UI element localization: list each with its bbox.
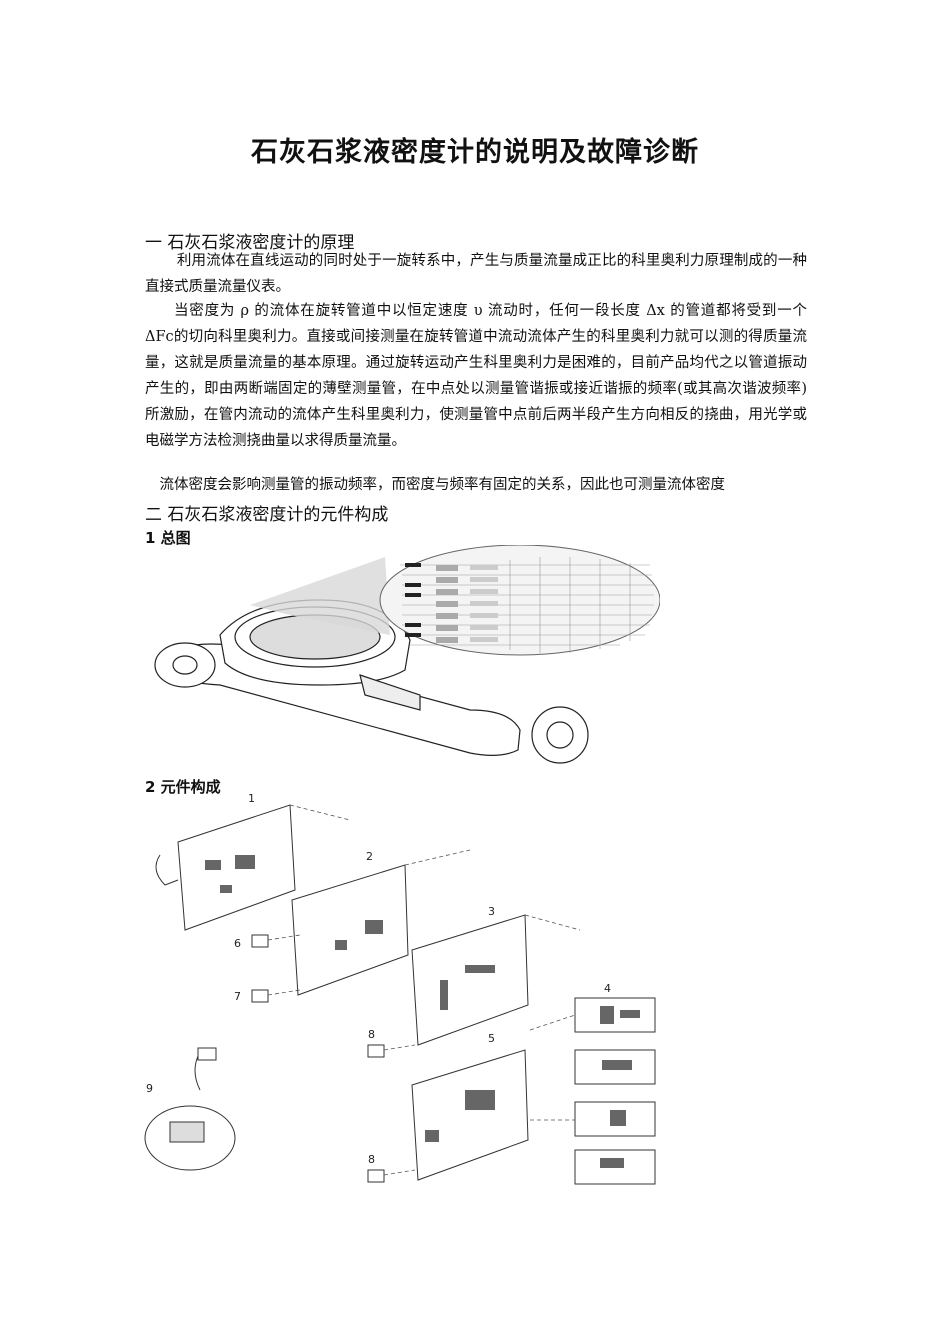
callout-2: 2 [366,850,373,863]
terminal-blocks [405,563,498,643]
part-7 [251,989,269,1003]
figure1-caption: 1 总图 [145,529,191,547]
callout-6: 6 [234,937,241,950]
terminal-table [400,557,654,653]
section1-paragraph-3: 流体密度会影响测量管的振动频率，而密度与频率有固定的关系，因此也可测量流体密度 [159,477,726,493]
part-6 [251,934,269,948]
figure2-caption: 2 元件构成 [145,778,221,796]
callout-9: 9 [146,1082,153,1095]
section1-paragraph-1: 利用流体在直线运动的同时处于一旋转系中，产生与质量流量成正比的科里奥利力原理制成… [145,253,807,295]
part-8b [367,1169,385,1183]
board-2 [291,864,409,996]
overall-meter-drawing [154,545,660,764]
page-title: 石灰石浆液密度计的说明及故障诊断 [251,137,699,168]
callout-4: 4 [604,982,611,995]
callout-1: 1 [248,792,255,805]
callout-7: 7 [234,990,241,1003]
section2-heading: 二 石灰石浆液密度计的元件构成 [145,505,389,525]
component-exploded-view: 1 2 3 4 5 6 7 8 8 9 [144,792,656,1185]
section1-heading: 一 石灰石浆液密度计的原理 [145,233,355,253]
board-3 [411,914,529,1046]
callout-5: 5 [488,1032,495,1045]
callout-8a: 8 [368,1028,375,1041]
callout-8b: 8 [368,1153,375,1166]
section1-paragraph-2: 当密度为 ρ 的流体在旋转管道中以恒定速度 υ 流动时，任何一段长度 Δx 的管… [145,303,807,449]
module-4a [574,997,656,1033]
board-5 [411,1049,529,1181]
part-8a [367,1044,385,1058]
callout-3: 3 [488,905,495,918]
